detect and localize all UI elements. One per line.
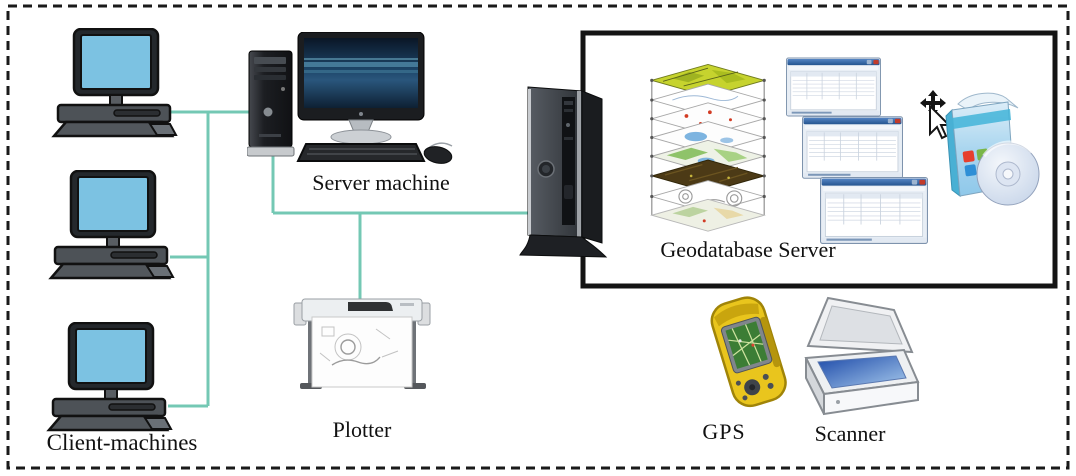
geodatabase-server-label: Geodatabase Server bbox=[660, 237, 836, 262]
server-mouse-icon bbox=[423, 142, 453, 164]
plotter-icon bbox=[293, 298, 431, 390]
gps-icon bbox=[706, 295, 792, 411]
server-tower-icon bbox=[247, 50, 295, 157]
outer-dashed-border bbox=[6, 4, 1070, 470]
scanner-icon bbox=[805, 297, 919, 415]
scanner-label: Scanner bbox=[814, 421, 886, 446]
app-window-1-icon bbox=[786, 57, 881, 117]
client-machines-label: Client-machines bbox=[46, 430, 198, 455]
server-monitor-icon bbox=[297, 32, 425, 145]
app-window-3-icon bbox=[820, 177, 928, 244]
server-machine-label: Server machine bbox=[312, 170, 450, 195]
app-window-2-icon bbox=[802, 116, 903, 179]
plotter-label: Plotter bbox=[332, 417, 392, 442]
client-machine-2-icon bbox=[49, 170, 175, 280]
client-machine-1-icon bbox=[52, 28, 178, 138]
network-connection-lines bbox=[168, 110, 528, 408]
server-keyboard-icon bbox=[296, 143, 426, 162]
geodatabase-tower-icon bbox=[519, 86, 607, 258]
gps-label: GPS bbox=[702, 419, 746, 444]
client-machine-3-icon bbox=[47, 322, 173, 432]
